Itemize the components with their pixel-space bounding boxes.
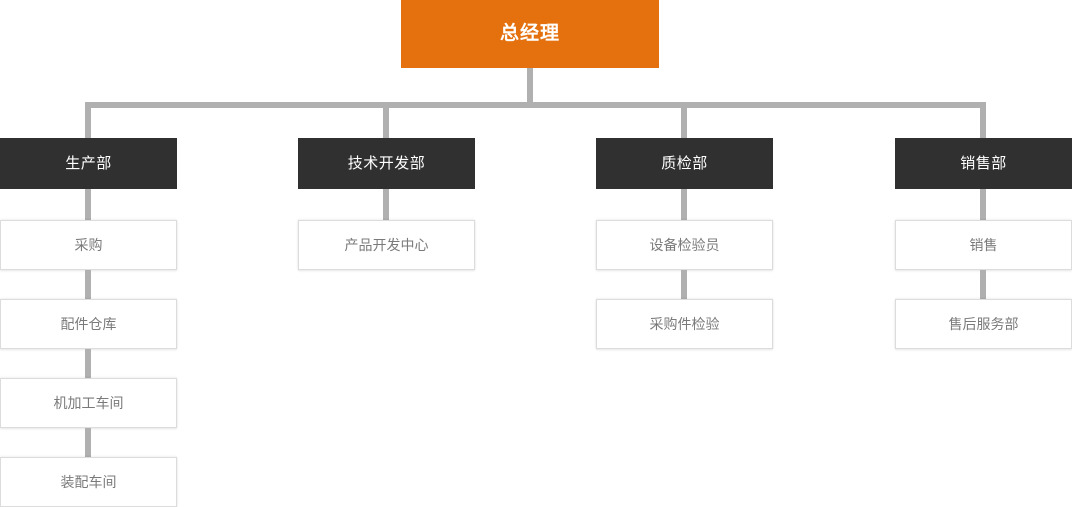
node-sub-parts-warehouse[interactable]: 配件仓库	[0, 299, 177, 349]
node-sub-equipment-inspector[interactable]: 设备检验员	[596, 220, 773, 270]
connector-sales-to-child-1	[980, 189, 986, 220]
node-sub-assembly-workshop[interactable]: 装配车间	[0, 457, 177, 507]
node-sub-sales-label: 销售	[969, 236, 998, 253]
connector-bus-to-dept-3	[681, 102, 687, 138]
node-dept-production-label: 生产部	[65, 154, 112, 172]
connector-bus-to-dept-4	[980, 102, 986, 138]
node-root-general-manager[interactable]: 总经理	[401, 0, 659, 68]
node-dept-production[interactable]: 生产部	[0, 138, 177, 189]
node-sub-purchasing[interactable]: 采购	[0, 220, 177, 270]
node-dept-quality-inspection-label: 质检部	[661, 154, 708, 172]
node-root-label: 总经理	[499, 22, 560, 44]
node-sub-purchased-parts-inspection[interactable]: 采购件检验	[596, 299, 773, 349]
node-sub-after-sales-service-label: 售后服务部	[948, 315, 1019, 332]
node-dept-sales-label: 销售部	[960, 154, 1007, 172]
node-sub-purchasing-label: 采购	[74, 236, 103, 253]
node-sub-after-sales-service[interactable]: 售后服务部	[895, 299, 1072, 349]
connector-bus-horizontal	[85, 102, 986, 108]
connector-production-to-child-2	[85, 270, 91, 299]
node-sub-machining-workshop-label: 机加工车间	[53, 394, 124, 411]
connector-root-down	[527, 68, 533, 102]
connector-tech-to-child-1	[383, 189, 389, 220]
connector-quality-to-child-2	[681, 270, 687, 299]
node-dept-quality-inspection[interactable]: 质检部	[596, 138, 773, 189]
node-sub-purchased-parts-inspection-label: 采购件检验	[649, 315, 720, 332]
connector-quality-to-child-1	[681, 189, 687, 220]
node-sub-machining-workshop[interactable]: 机加工车间	[0, 378, 177, 428]
node-dept-tech-development-label: 技术开发部	[347, 154, 426, 172]
connector-production-to-child-1	[85, 189, 91, 220]
node-dept-sales[interactable]: 销售部	[895, 138, 1072, 189]
node-sub-product-dev-center-label: 产品开发中心	[344, 236, 429, 253]
connector-production-to-child-4	[85, 428, 91, 457]
node-dept-tech-development[interactable]: 技术开发部	[298, 138, 475, 189]
node-sub-parts-warehouse-label: 配件仓库	[60, 315, 117, 332]
connector-production-to-child-3	[85, 349, 91, 378]
node-sub-sales[interactable]: 销售	[895, 220, 1072, 270]
node-sub-assembly-workshop-label: 装配车间	[60, 473, 117, 490]
connector-bus-to-dept-1	[85, 102, 91, 138]
node-sub-product-dev-center[interactable]: 产品开发中心	[298, 220, 475, 270]
node-sub-equipment-inspector-label: 设备检验员	[649, 236, 720, 253]
connector-bus-to-dept-2	[383, 102, 389, 138]
connector-sales-to-child-2	[980, 270, 986, 299]
